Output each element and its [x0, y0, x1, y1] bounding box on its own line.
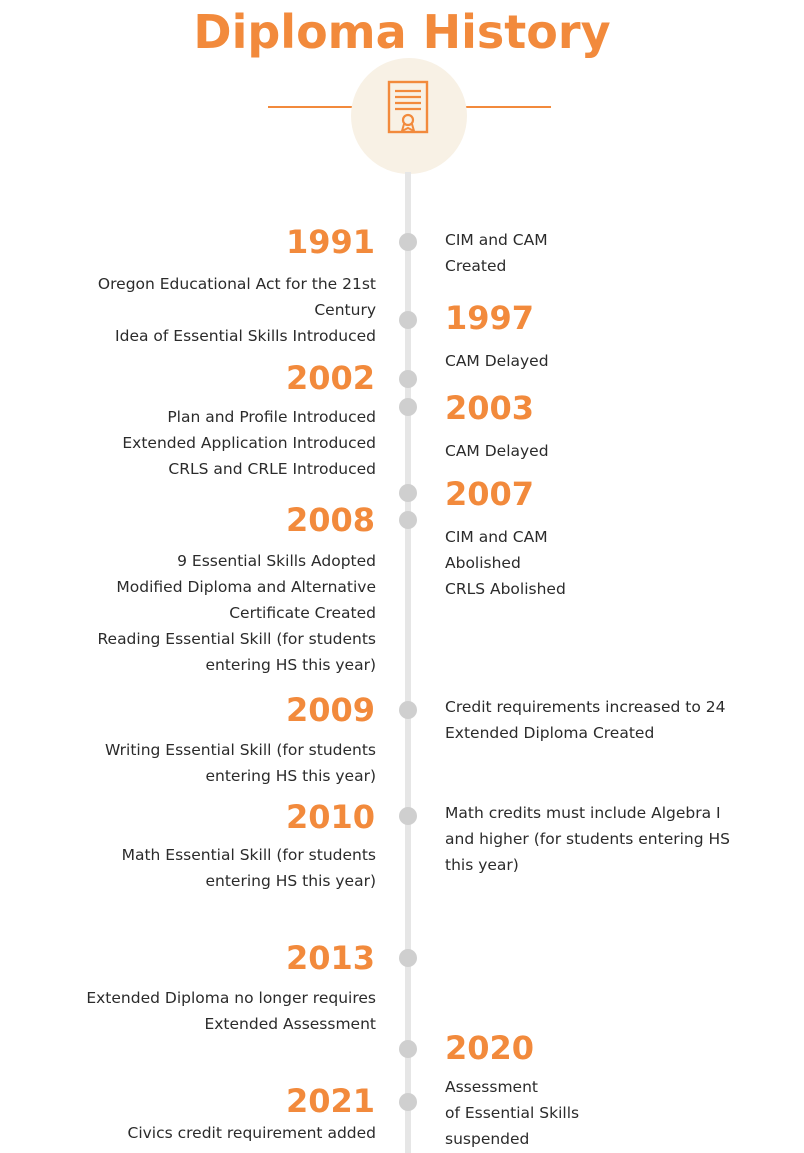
events-2021: Civics credit requirement added	[128, 1120, 377, 1146]
event-text: Extended Diploma no longer requires	[86, 989, 376, 1007]
event-text: Assessment	[445, 1078, 538, 1096]
event-text: entering HS this year)	[205, 656, 377, 674]
timeline-dot-2013	[399, 949, 417, 967]
events-2010-left: Math Essential Skill (for students enter…	[122, 842, 376, 894]
event-text: Abolished	[445, 554, 521, 572]
timeline-dot-2010	[399, 807, 417, 825]
event-text: Oregon Educational Act for the 21st	[97, 275, 376, 293]
event-text: this year)	[445, 856, 519, 874]
event-text: Century	[314, 301, 376, 319]
year-1991: 1991	[285, 223, 375, 261]
timeline-dot-2003	[399, 398, 417, 416]
year-2013: 2013	[285, 939, 375, 977]
event-text: CIM and CAM	[445, 528, 548, 546]
events-1991-right: CIM and CAM Created	[445, 227, 548, 279]
year-2010: 2010	[285, 798, 375, 836]
event-text: Modified Diploma and Alternative	[116, 578, 376, 596]
event-text: Certificate Created	[229, 604, 376, 622]
event-text: CIM and CAM	[445, 231, 548, 249]
event-text: Civics credit requirement added	[127, 1124, 377, 1142]
events-2009-left: Writing Essential Skill (for students en…	[105, 737, 376, 789]
header-rule-left	[268, 106, 354, 108]
event-text: Math Essential Skill (for students	[121, 846, 376, 864]
event-text: and higher (for students entering HS	[445, 830, 730, 848]
timeline-dot-2007	[399, 484, 417, 502]
year-2009: 2009	[285, 691, 375, 729]
events-1997: CAM Delayed	[445, 348, 549, 374]
year-2020: 2020	[445, 1029, 535, 1067]
page-title: Diploma History	[193, 5, 611, 59]
event-text: CAM Delayed	[445, 352, 549, 370]
year-2003: 2003	[445, 389, 535, 427]
year-2008: 2008	[285, 501, 375, 539]
event-text: entering HS this year)	[205, 767, 377, 785]
events-2007: CIM and CAM Abolished CRLS Abolished	[445, 524, 566, 602]
timeline-dot-2002	[399, 370, 417, 388]
event-text: 9 Essential Skills Adopted	[177, 552, 376, 570]
event-text: CRLS and CRLE Introduced	[168, 460, 376, 478]
year-1997: 1997	[445, 299, 535, 337]
event-text: Writing Essential Skill (for students	[105, 741, 376, 759]
event-text: CRLS Abolished	[445, 580, 566, 598]
event-text: Math credits must include Algebra I	[445, 804, 721, 822]
event-text: suspended	[445, 1130, 530, 1148]
events-2013: Extended Diploma no longer requires Exte…	[86, 985, 376, 1037]
events-2002: Plan and Profile Introduced Extended App…	[122, 404, 376, 482]
event-text: entering HS this year)	[205, 872, 377, 890]
event-text: Extended Application Introduced	[122, 434, 376, 452]
year-2021: 2021	[285, 1082, 375, 1120]
events-2003: CAM Delayed	[445, 438, 549, 464]
event-text: Credit requirements increased to 24	[445, 698, 726, 716]
diploma-certificate-icon	[351, 58, 467, 174]
events-2009-right: Credit requirements increased to 24 Exte…	[445, 694, 726, 746]
header-rule-right	[465, 106, 551, 108]
timeline-dot-1991	[399, 233, 417, 251]
events-2008: 9 Essential Skills Adopted Modified Dipl…	[97, 548, 376, 678]
event-text: Created	[445, 257, 507, 275]
timeline-spine	[405, 172, 411, 1153]
timeline-dot-2009	[399, 701, 417, 719]
events-2020: Assessment of Essential Skills suspended	[445, 1074, 579, 1152]
events-1991-left: Oregon Educational Act for the 21st Cent…	[98, 271, 376, 349]
timeline-dot-2020	[399, 1040, 417, 1058]
events-2010-right: Math credits must include Algebra I and …	[445, 800, 730, 878]
year-2002: 2002	[285, 359, 375, 397]
event-text: Extended Assessment	[204, 1015, 376, 1033]
timeline-dot-2021	[399, 1093, 417, 1111]
event-text: of Essential Skills	[445, 1104, 580, 1122]
event-text: Extended Diploma Created	[445, 724, 655, 742]
event-text: CAM Delayed	[445, 442, 549, 460]
event-text: Reading Essential Skill (for students	[97, 630, 376, 648]
event-text: Plan and Profile Introduced	[167, 408, 376, 426]
timeline-dot-2008	[399, 511, 417, 529]
year-2007: 2007	[445, 475, 535, 513]
event-text: Idea of Essential Skills Introduced	[115, 327, 376, 345]
timeline-dot-1997	[399, 311, 417, 329]
